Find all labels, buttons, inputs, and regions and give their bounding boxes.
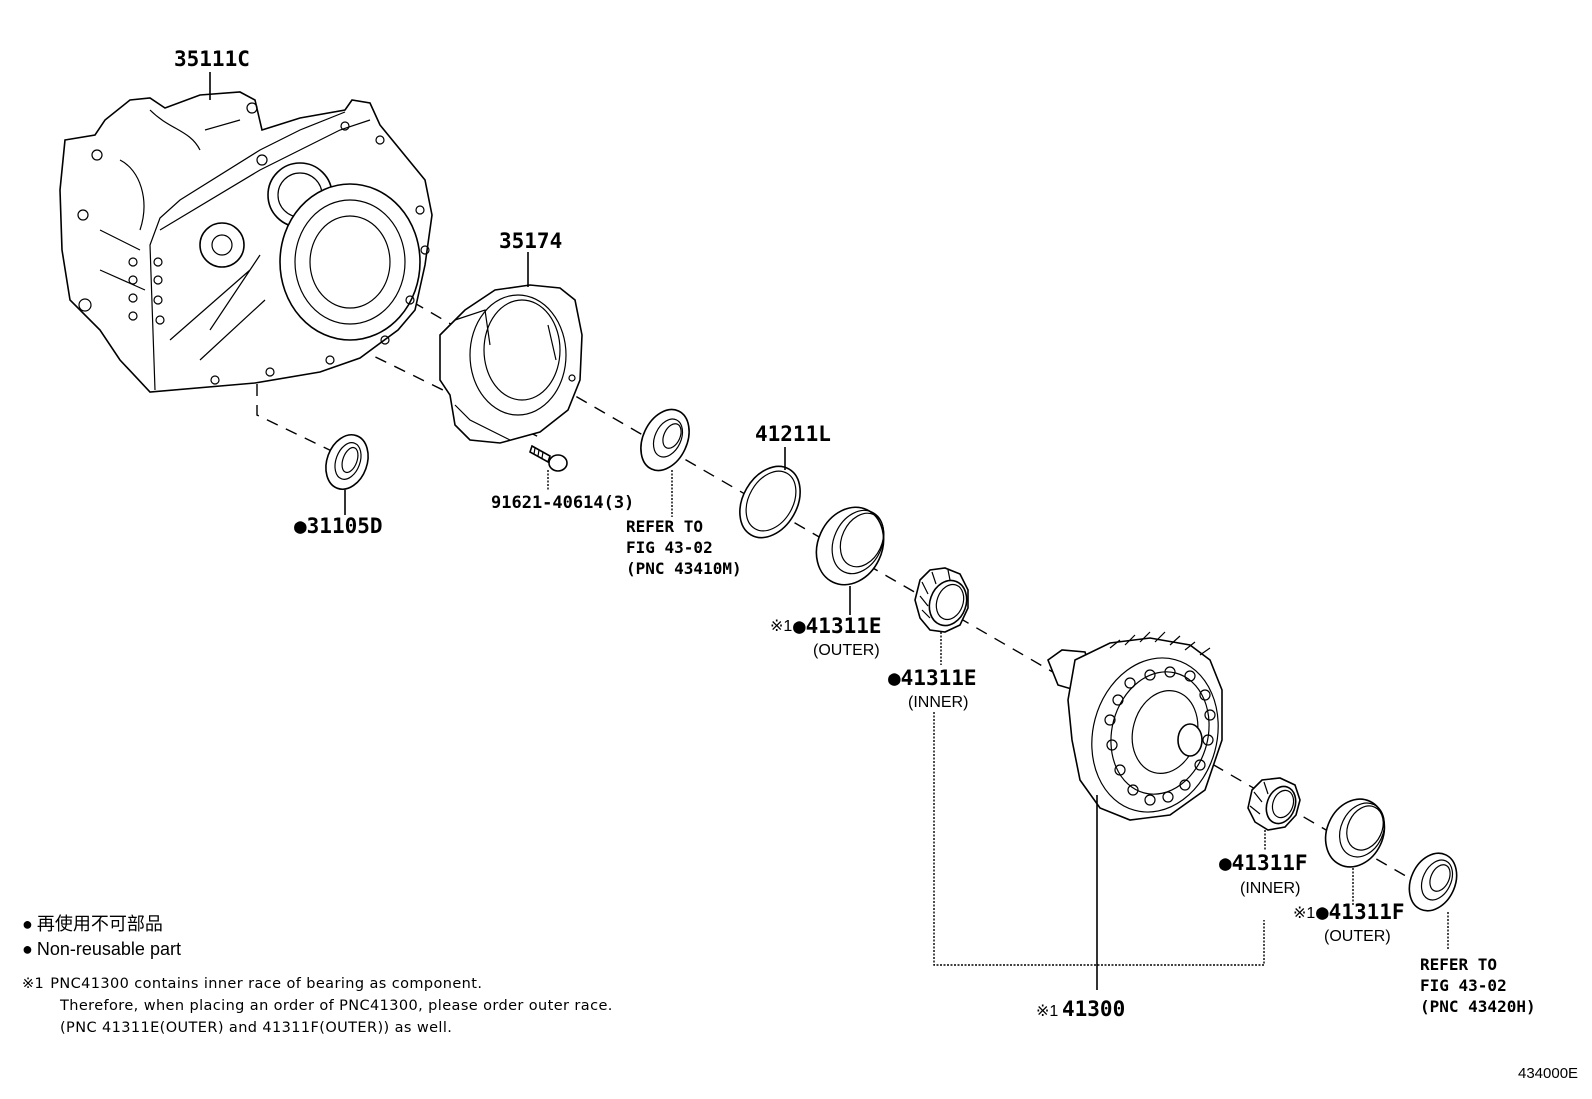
note-mark: ※1 [1293, 905, 1315, 922]
part-label-41311F-outer[interactable]: ※1 ●41311F (OUTER) [1293, 900, 1405, 945]
refer-line3: (PNC 43410M) [626, 559, 742, 578]
footnote-line3: (PNC 41311E(OUTER) and 41311F(OUTER)) as… [60, 1020, 452, 1036]
part-number: ●41311E [793, 614, 882, 638]
part-number: ●41311E [888, 666, 977, 690]
transaxle-case-drawing[interactable] [59, 91, 433, 393]
bracket-41300 [933, 712, 1265, 990]
part-label-41211L[interactable]: 41211L [755, 422, 831, 446]
refer-line1: REFER TO [1420, 955, 1497, 974]
case-cover-drawing[interactable] [439, 284, 583, 444]
bolt-drawing[interactable] [529, 444, 568, 472]
part-number: 41300 [1062, 997, 1125, 1021]
part-sub: (OUTER) [1324, 928, 1391, 945]
part-number: ●41311F [1219, 851, 1308, 875]
part-sub: (INNER) [1240, 880, 1300, 897]
part-label-35111C[interactable]: 35111C [174, 47, 250, 71]
refer-line2: FIG 43-02 [1420, 976, 1507, 995]
note-mark: ※1 [770, 618, 792, 635]
case-bolt-holes [77, 102, 430, 385]
refer-line1: REFER TO [626, 517, 703, 536]
bearing-41311F-inner-drawing[interactable] [1247, 777, 1301, 831]
bearing-41311E-inner-drawing[interactable] [914, 567, 973, 633]
oil-seal-refer-43420H-drawing[interactable] [1400, 846, 1465, 919]
legend-english: ●Non-reusable part [22, 939, 181, 959]
refer-note-43410M[interactable]: REFER TO FIG 43-02 (PNC 43410M) [626, 517, 742, 578]
part-label-bolt[interactable]: 91621-40614(3) [491, 493, 634, 513]
part-label-31105D[interactable]: ●31105D [294, 514, 383, 538]
note-mark: ※1 [1036, 1003, 1058, 1020]
part-number: ●41311F [1316, 900, 1405, 924]
differential-assembly-drawing[interactable] [1047, 631, 1235, 826]
bearing-race-41311E-outer-drawing[interactable] [804, 496, 896, 596]
legend: ●再使用不可部品 ●Non-reusable part [22, 914, 181, 959]
part-label-41311F-inner[interactable]: ●41311F (INNER) [1219, 851, 1308, 897]
part-label-41300[interactable]: ※1 41300 [1036, 997, 1125, 1021]
part-label-41311E-outer[interactable]: ※1 ●41311E (OUTER) [770, 614, 882, 659]
refer-line3: (PNC 43420H) [1420, 997, 1536, 1016]
differential-bolt-holes [1104, 666, 1216, 806]
figure-id: 434000E [1518, 1065, 1578, 1082]
part-label-35174[interactable]: 35174 [499, 229, 562, 253]
oil-seal-left-drawing[interactable] [319, 429, 376, 495]
shim-drawing[interactable] [728, 456, 813, 549]
part-sub: (OUTER) [813, 642, 880, 659]
part-sub: (INNER) [908, 694, 968, 711]
bearing-race-41311F-outer-drawing[interactable] [1315, 789, 1395, 876]
footnote-line2: Therefore, when placing an order of PNC4… [59, 998, 613, 1014]
refer-note-43420H[interactable]: REFER TO FIG 43-02 (PNC 43420H) [1420, 955, 1536, 1016]
part-label-41311E-inner[interactable]: ●41311E (INNER) [888, 666, 977, 711]
refer-line2: FIG 43-02 [626, 538, 713, 557]
oil-seal-refer-43410M-drawing[interactable] [632, 402, 699, 479]
legend-japanese: ●再使用不可部品 [22, 914, 163, 934]
